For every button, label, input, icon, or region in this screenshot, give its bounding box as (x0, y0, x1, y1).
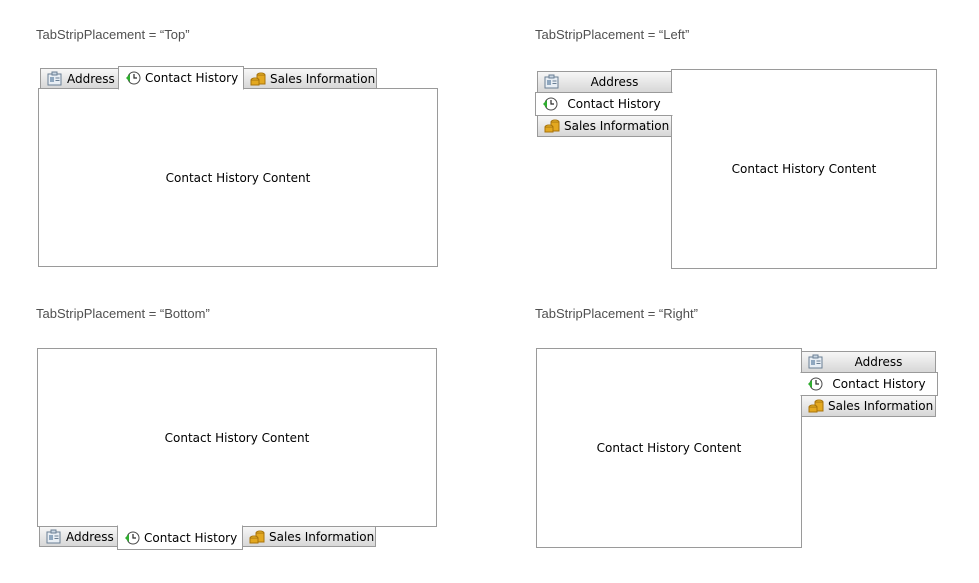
content-text: Contact History Content (165, 170, 311, 185)
caption-bottom: TabStripPlacement = “Bottom” (36, 306, 210, 321)
address-card-icon (544, 74, 560, 90)
tab-sales-information-bottom[interactable]: Sales Information (242, 526, 376, 547)
tab-contact-history-top[interactable]: Contact History (118, 66, 244, 90)
coins-icon (250, 71, 266, 87)
tab-sales-information-right[interactable]: Sales Information (801, 395, 936, 417)
tab-contact-history-bottom[interactable]: Contact History (117, 525, 243, 550)
content-text: Contact History Content (731, 162, 877, 176)
tab-address-top[interactable]: Address (40, 68, 119, 89)
caption-right: TabStripPlacement = “Right” (535, 306, 698, 321)
tab-label: Sales Information (269, 529, 375, 544)
tab-address-right[interactable]: Address (801, 351, 936, 373)
tab-label: Sales Information (564, 119, 670, 133)
content-text: Contact History Content (164, 430, 310, 445)
tab-address-bottom[interactable]: Address (39, 526, 118, 547)
tab-label: Sales Information (270, 71, 376, 86)
clock-history-icon (124, 530, 140, 546)
tab-sales-information-left[interactable]: Sales Information (537, 115, 672, 137)
tab-label: Contact History (567, 97, 661, 111)
tab-label: Address (66, 529, 114, 544)
coins-icon (249, 529, 265, 545)
clock-history-icon (125, 70, 141, 86)
tab-label: Sales Information (828, 399, 934, 413)
address-card-icon (47, 71, 63, 87)
coins-icon (808, 398, 824, 414)
tab-contact-history-left[interactable]: Contact History (535, 92, 673, 116)
tab-label: Contact History (145, 71, 239, 85)
tab-sales-information-top[interactable]: Sales Information (243, 68, 377, 89)
tab-label: Contact History (144, 530, 238, 545)
coins-icon (544, 118, 560, 134)
tab-label: Address (590, 75, 639, 89)
tab-label: Address (67, 71, 115, 86)
caption-left: TabStripPlacement = “Left” (535, 27, 690, 42)
tab-content-panel-top: Contact History Content (38, 88, 438, 267)
tab-address-left[interactable]: Address (537, 71, 672, 93)
address-card-icon (46, 529, 62, 545)
clock-history-icon (807, 376, 823, 392)
tab-label: Address (854, 355, 903, 369)
caption-top: TabStripPlacement = “Top” (36, 27, 190, 42)
tab-content-panel-left: Contact History Content (671, 69, 937, 269)
clock-history-icon (542, 96, 558, 112)
tab-contact-history-right[interactable]: Contact History (800, 372, 938, 396)
tab-label: Contact History (832, 377, 926, 391)
tab-content-panel-bottom: Contact History Content (37, 348, 437, 527)
address-card-icon (808, 354, 824, 370)
content-text: Contact History Content (596, 441, 742, 455)
tab-content-panel-right: Contact History Content (536, 348, 802, 548)
